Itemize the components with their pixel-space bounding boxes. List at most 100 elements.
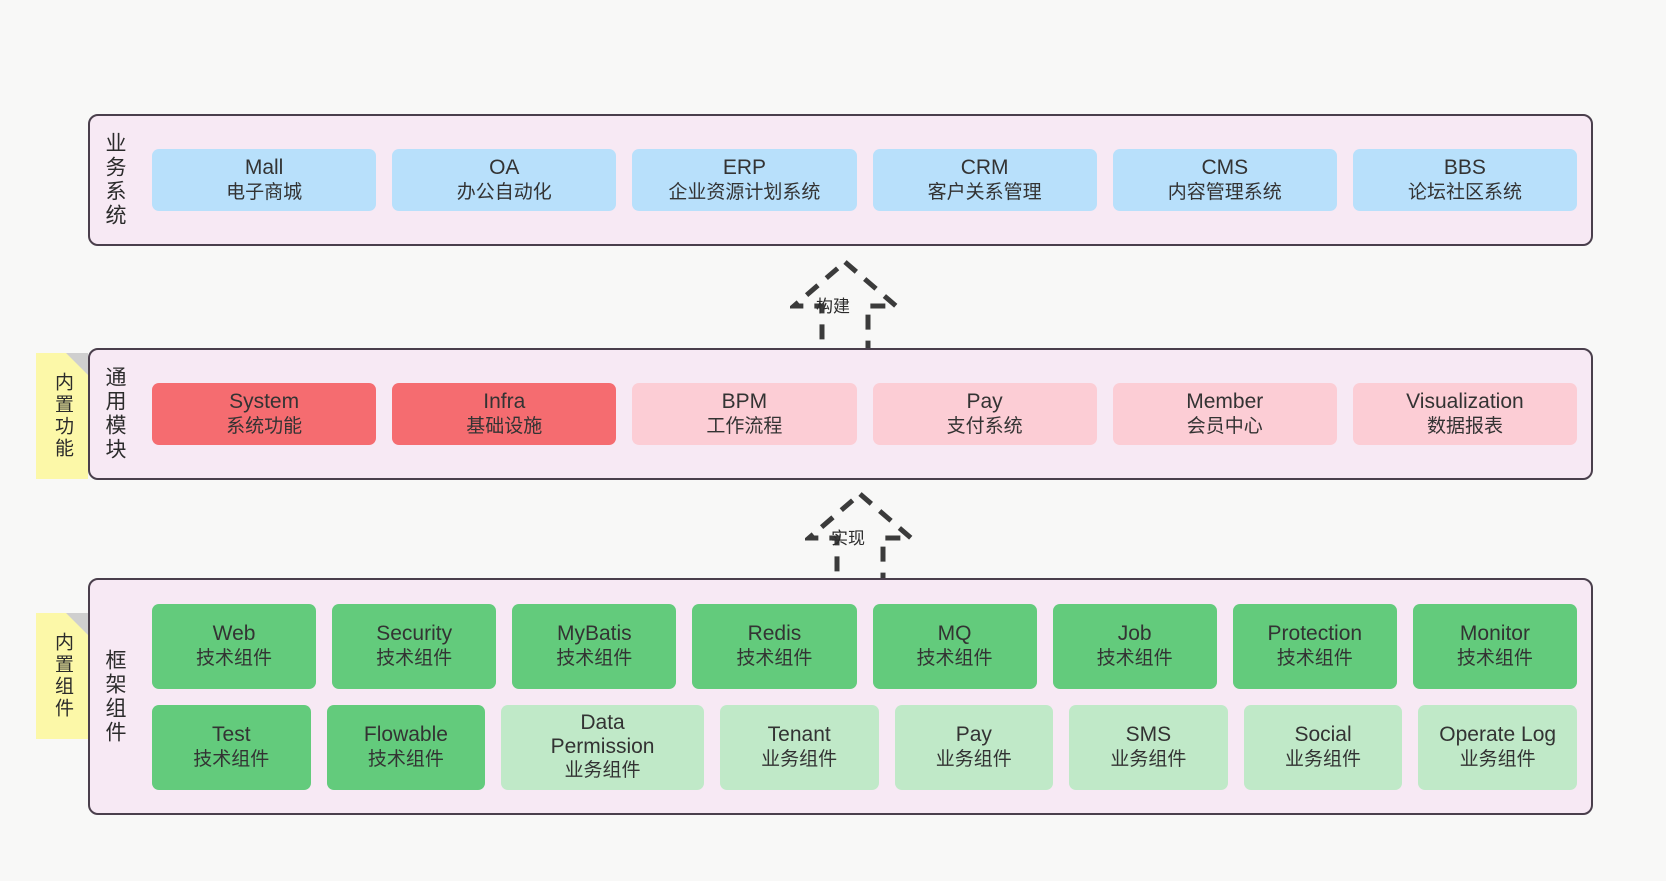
card-row: Mall 电子商城 OA 办公自动化 ERP 企业资源计划系统 CRM 客户关系… — [152, 149, 1578, 211]
card-title-cn: 业务组件 — [935, 749, 1012, 771]
sticky-note-builtin-function: 内置功能 — [36, 353, 88, 479]
card-title-cn: 技术组件 — [1456, 648, 1533, 670]
card-cms[interactable]: CMS 内容管理系统 — [1112, 149, 1337, 211]
card-title-en: MyBatis — [556, 622, 632, 645]
card-title-en: Web — [212, 622, 256, 645]
card-title-cn: 技术组件 — [196, 648, 273, 670]
card-title-en: Test — [212, 723, 251, 746]
card-title-cn: 业务组件 — [761, 749, 838, 771]
card-title-en: System — [229, 390, 300, 413]
card-title-cn: 论坛社区系统 — [1407, 182, 1522, 204]
card-title-cn: 会员中心 — [1186, 416, 1263, 438]
sticky-note-builtin-component: 内置组件 — [36, 613, 88, 739]
layer-title-business-system: 业务系统 — [103, 132, 127, 228]
card-row: Test 技术组件 Flowable 技术组件 Data Permission … — [152, 704, 1577, 790]
card-sms[interactable]: SMS 业务组件 — [1069, 704, 1228, 790]
card-oa[interactable]: OA 办公自动化 — [392, 149, 617, 211]
card-title-en: Mall — [244, 156, 284, 179]
card-title-cn: 技术组件 — [367, 749, 444, 771]
card-title-en: Monitor — [1459, 622, 1530, 645]
layer-title-framework-component: 框架组件 — [103, 648, 127, 745]
card-infra[interactable]: Infra 基础设施 — [392, 383, 617, 445]
layer-common-module: 通用模块 System 系统功能 Infra 基础设施 BPM 工作流程 Pay… — [88, 348, 1593, 480]
card-row: System 系统功能 Infra 基础设施 BPM 工作流程 Pay 支付系统… — [152, 383, 1578, 445]
card-title-cn: 工作流程 — [706, 416, 783, 438]
card-title-cn: 技术组件 — [556, 648, 633, 670]
card-title-en: Infra — [483, 390, 526, 413]
card-title-cn: 技术组件 — [916, 648, 993, 670]
arrow-implement-label: 实现 — [831, 529, 865, 548]
card-operate-log[interactable]: Operate Log 业务组件 — [1418, 704, 1577, 790]
card-monitor[interactable]: Monitor 技术组件 — [1412, 603, 1577, 689]
card-title-cn: 技术组件 — [1276, 648, 1353, 670]
card-system[interactable]: System 系统功能 — [152, 383, 377, 445]
card-title-en: Tenant — [767, 723, 831, 746]
sticky-note-label: 内置组件 — [51, 632, 73, 720]
layer-framework-component: 框架组件 Web 技术组件 Security 技术组件 MyBatis 技术组件… — [88, 578, 1593, 815]
card-title-cn: 技术组件 — [1096, 648, 1173, 670]
card-social[interactable]: Social 业务组件 — [1243, 704, 1403, 790]
card-title-cn: 技术组件 — [193, 749, 270, 771]
card-title-en: Social — [1294, 723, 1352, 746]
card-title-en: MQ — [937, 622, 972, 645]
card-title-en: Data Permission — [550, 711, 655, 759]
card-title-en: Protection — [1267, 622, 1363, 645]
card-title-en: Member — [1186, 390, 1264, 413]
layer-body-common-module: System 系统功能 Infra 基础设施 BPM 工作流程 Pay 支付系统… — [138, 350, 1591, 478]
card-title-cn: 电子商城 — [226, 182, 303, 204]
card-flowable[interactable]: Flowable 技术组件 — [326, 704, 486, 790]
card-job[interactable]: Job 技术组件 — [1052, 603, 1217, 689]
layer-body-business-system: Mall 电子商城 OA 办公自动化 ERP 企业资源计划系统 CRM 客户关系… — [138, 116, 1591, 244]
card-title-cn: 业务组件 — [1110, 749, 1187, 771]
card-title-en: SMS — [1125, 723, 1172, 746]
card-title-en: BBS — [1443, 156, 1486, 179]
card-title-en: Pay — [955, 723, 992, 746]
card-title-en: ERP — [722, 156, 767, 179]
card-redis[interactable]: Redis 技术组件 — [692, 603, 857, 689]
card-member[interactable]: Member 会员中心 — [1112, 383, 1337, 445]
card-pay[interactable]: Pay 支付系统 — [872, 383, 1097, 445]
card-data-permission[interactable]: Data Permission 业务组件 — [501, 704, 704, 790]
card-bpm[interactable]: BPM 工作流程 — [632, 383, 857, 445]
card-title-cn: 业务组件 — [1285, 749, 1362, 771]
layer-business-system: 业务系统 Mall 电子商城 OA 办公自动化 ERP 企业资源计划系统 CRM… — [88, 114, 1593, 246]
card-title-cn: 客户关系管理 — [927, 182, 1042, 204]
sticky-fold-icon — [66, 353, 88, 375]
card-mybatis[interactable]: MyBatis 技术组件 — [512, 603, 677, 689]
card-title-en: CRM — [960, 156, 1009, 179]
card-crm[interactable]: CRM 客户关系管理 — [872, 149, 1097, 211]
card-test[interactable]: Test 技术组件 — [152, 704, 311, 790]
card-title-cn: 基础设施 — [466, 416, 543, 438]
card-title-en: BPM — [721, 390, 768, 413]
card-tenant[interactable]: Tenant 业务组件 — [719, 704, 879, 790]
card-bbs[interactable]: BBS 论坛社区系统 — [1352, 149, 1578, 211]
card-title-en: Security — [376, 622, 453, 645]
card-web[interactable]: Web 技术组件 — [152, 603, 317, 689]
arrow-build-label: 构建 — [816, 297, 850, 316]
card-mq[interactable]: MQ 技术组件 — [872, 603, 1037, 689]
card-title-cn: 业务组件 — [1459, 749, 1536, 771]
layer-body-framework-component: Web 技术组件 Security 技术组件 MyBatis 技术组件 Redi… — [138, 580, 1591, 813]
card-erp[interactable]: ERP 企业资源计划系统 — [632, 149, 857, 211]
card-title-cn: 技术组件 — [736, 648, 813, 670]
card-title-en: Flowable — [363, 723, 448, 746]
card-title-cn: 办公自动化 — [456, 182, 552, 204]
card-title-cn: 企业资源计划系统 — [668, 182, 821, 204]
card-mall[interactable]: Mall 电子商城 — [152, 149, 377, 211]
card-title-en: Visualization — [1406, 390, 1524, 413]
card-security[interactable]: Security 技术组件 — [332, 603, 497, 689]
card-title-cn: 数据报表 — [1426, 416, 1503, 438]
card-title-en: Job — [1117, 622, 1152, 645]
card-title-cn: 内容管理系统 — [1167, 182, 1282, 204]
sticky-note-label: 内置功能 — [51, 372, 73, 460]
card-pay-component[interactable]: Pay 业务组件 — [894, 704, 1054, 790]
card-visualization[interactable]: Visualization 数据报表 — [1352, 383, 1578, 445]
card-title-en: Redis — [747, 622, 802, 645]
card-title-cn: 技术组件 — [376, 648, 453, 670]
card-title-cn: 系统功能 — [226, 416, 303, 438]
card-protection[interactable]: Protection 技术组件 — [1232, 603, 1397, 689]
card-title-cn: 业务组件 — [564, 760, 641, 782]
card-title-en: OA — [489, 156, 520, 179]
card-row: Web 技术组件 Security 技术组件 MyBatis 技术组件 Redi… — [152, 603, 1577, 689]
